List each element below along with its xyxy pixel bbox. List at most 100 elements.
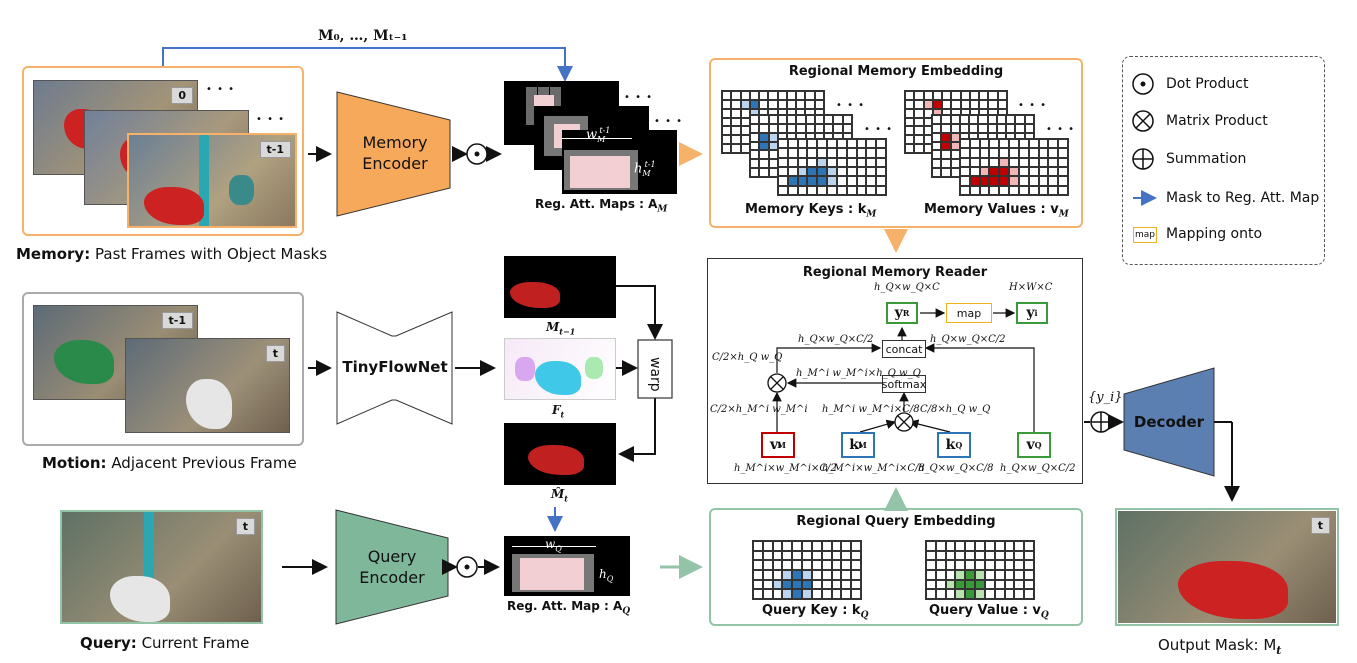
grid-cell — [1024, 123, 1034, 133]
grid-cell — [876, 148, 886, 158]
grid-cell — [731, 108, 741, 118]
grid-cell — [750, 132, 760, 142]
grid-cell — [1014, 560, 1025, 570]
grid-cell — [1018, 157, 1029, 167]
grid-cell — [750, 159, 760, 169]
query-value-label: Query Value : vQ — [929, 603, 1049, 621]
grid-cell — [750, 115, 760, 124]
memory-value-grid-3 — [959, 138, 1069, 196]
grid-cell — [955, 550, 966, 561]
ellipsis-1: • • • — [206, 84, 236, 95]
query-caption: Query: Current Frame — [80, 634, 250, 652]
grid-cell — [935, 560, 946, 570]
grid-cell — [821, 541, 832, 551]
grid-cell — [1009, 148, 1019, 158]
frame-tag: t — [235, 518, 255, 535]
grid-cell — [762, 550, 773, 561]
grid-cell — [914, 126, 924, 136]
grid-cell — [787, 185, 798, 195]
grid-cell — [950, 123, 960, 133]
grid-cell — [750, 123, 760, 133]
grid-cell — [1038, 157, 1049, 167]
grid-cell — [987, 123, 997, 133]
grid-cell — [797, 166, 808, 177]
grid-cell — [856, 176, 867, 186]
grid-cell — [997, 99, 1007, 109]
grid-cell — [787, 123, 797, 133]
grid-cell — [1009, 166, 1019, 177]
grid-cell — [1048, 166, 1059, 177]
dim-vm: h_M^i×w_M^i×C/2 — [734, 463, 837, 474]
grid-cell — [817, 157, 828, 167]
concat-box: concat — [882, 340, 926, 358]
grid-cell — [749, 99, 760, 109]
grid-cell — [999, 185, 1010, 195]
motion-panel — [22, 292, 304, 446]
grid-cell — [841, 541, 852, 551]
grid-cell — [1038, 166, 1049, 177]
grid-cell — [1024, 579, 1034, 590]
grid-cell — [945, 541, 956, 551]
grid-cell — [792, 541, 803, 551]
grid-cell — [1024, 589, 1034, 599]
grid-cell — [740, 91, 750, 100]
grid-cell — [935, 579, 946, 590]
grid-cell — [831, 560, 842, 570]
grid-cell — [827, 176, 837, 186]
grid-cell — [851, 541, 861, 551]
grid-cell — [792, 550, 803, 561]
grid-cell — [989, 139, 1000, 149]
grid-cell — [841, 579, 852, 590]
grid-cell — [1028, 185, 1039, 195]
grid-cell — [802, 579, 812, 590]
legend-item-dot: Dot Product — [1166, 76, 1249, 92]
att-map-q-w: wQ — [545, 537, 562, 554]
grid-cell — [759, 150, 769, 160]
grid-cell — [750, 141, 760, 151]
warp-label: warp — [647, 357, 663, 392]
grid-cell — [778, 148, 788, 158]
grid-cell — [856, 148, 867, 158]
grid-cell — [768, 91, 778, 100]
grid-cell — [759, 115, 769, 124]
grid-cell — [778, 157, 788, 167]
grid-cell — [1015, 115, 1025, 124]
grid-cell — [935, 550, 946, 561]
grid-cell — [969, 123, 979, 133]
grid-cell — [984, 589, 995, 599]
regional-memory-embedding-panel — [709, 58, 1083, 228]
grid-cell — [722, 91, 732, 100]
grid-cell — [876, 176, 886, 186]
grid-cell — [805, 99, 815, 109]
grid-cell — [1038, 139, 1049, 149]
grid-cell — [1024, 570, 1034, 580]
grid-cell — [856, 166, 867, 177]
memory-key-grid-3 — [777, 138, 887, 196]
grid-cell — [984, 541, 995, 551]
mk-ellipsis-1: • • • — [836, 100, 866, 111]
grid-cell — [772, 579, 783, 590]
grid-cell — [905, 117, 915, 127]
grid-cell — [846, 157, 857, 167]
grid-cell — [950, 132, 960, 142]
grid-cell — [951, 99, 961, 109]
grid-cell — [749, 91, 760, 100]
grid-cell — [969, 139, 980, 149]
grid-cell — [797, 185, 808, 195]
dim-yi: H×W×C — [1009, 282, 1053, 293]
grid-cell — [999, 157, 1010, 167]
grid-cell — [975, 579, 985, 590]
grid-cell — [984, 570, 995, 580]
grid-cell — [768, 99, 778, 109]
grid-cell — [960, 176, 970, 186]
grid-cell — [1038, 148, 1049, 158]
grid-cell — [777, 123, 788, 133]
grid-cell — [842, 115, 852, 124]
grid-cell — [787, 148, 798, 158]
grid-cell — [1014, 579, 1025, 590]
grid-cell — [942, 91, 952, 100]
grid-cell — [914, 144, 924, 153]
grid-cell — [1028, 176, 1039, 186]
